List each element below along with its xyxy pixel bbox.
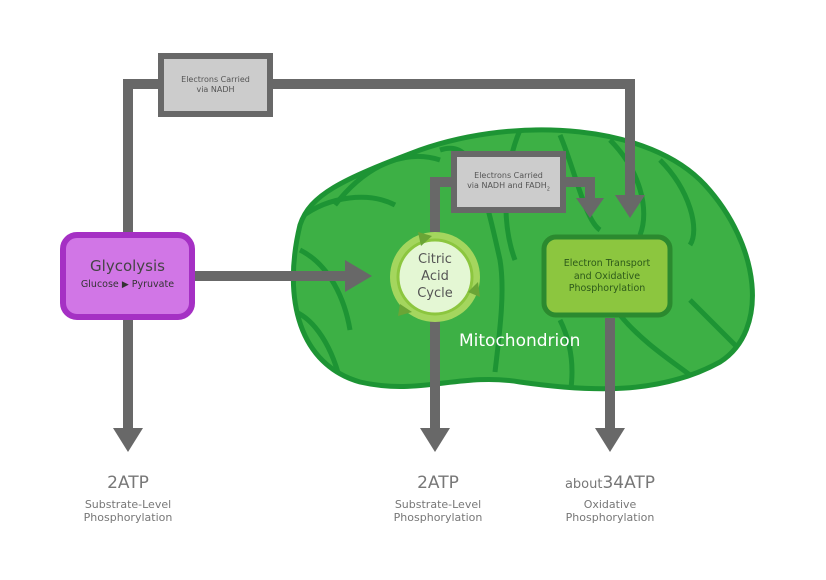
cycle-arrow-icon (468, 282, 480, 297)
mitochondrion (290, 127, 755, 392)
nadh-fadh-box-line2: via NADH and FADH2 (455, 181, 562, 195)
glycolysis-output-value: 2ATP (48, 473, 208, 493)
nadh-box-line1: Electrons Carried (181, 75, 250, 84)
glycolysis-box (60, 232, 195, 320)
citric-acid-cycle-core (396, 238, 474, 316)
etc-output-atp: 34ATP (602, 473, 656, 493)
nadh-fadh-box-label: Electrons Carried via NADH and FADH2 (455, 171, 562, 195)
cycle-output-atp: 2ATP (417, 473, 459, 493)
etc-output-line1: Oxidative (583, 498, 637, 511)
glycolysis-label: Glycolysis Glucose ▶ Pyruvate (63, 257, 192, 290)
mitochondrion-label: Mitochondrion (459, 331, 581, 351)
electron-transport-box (541, 234, 673, 318)
etc-output-line2: Phosphorylation (565, 511, 655, 524)
mitochondrion-body (290, 127, 755, 392)
citric-acid-cycle-label: Citric Acid Cycle (402, 251, 468, 302)
nadh-box (158, 53, 273, 117)
glycolysis-output-line2: Phosphorylation (83, 511, 173, 524)
electron-transport-line3: Phosphorylation (568, 283, 646, 294)
nadh-arrowhead (615, 195, 645, 218)
cycle-arrow-icon (398, 304, 412, 316)
electron-transport-line1: Electron Transport (563, 258, 651, 269)
glycolysis-title: Glycolysis (90, 257, 165, 275)
fadh-subscript: 2 (546, 186, 550, 193)
nadh-box-label: Electrons Carried via NADH (164, 75, 267, 95)
etc-output-description: Oxidative Phosphorylation (530, 498, 690, 524)
nadh-fadh-arrowhead (576, 198, 604, 218)
nadh-fadh-box (451, 151, 566, 213)
citric-acid-cycle-line1: Citric (418, 252, 452, 267)
glucose-label: Glucose (80, 279, 119, 290)
nadh-connector-line (123, 79, 635, 238)
cycle-output-value: 2ATP (358, 473, 518, 493)
nadh-path (123, 79, 645, 238)
glycolysis-output-description: Substrate-Level Phosphorylation (48, 498, 208, 524)
glycolysis-output-line1: Substrate-Level (84, 498, 172, 511)
triangle-arrow-icon: ▶ (121, 280, 129, 290)
cycle-arrow-icon (418, 232, 432, 246)
glycolysis-subtitle: Glucose ▶ Pyruvate (63, 279, 192, 290)
cycle-output-line1: Substrate-Level (394, 498, 482, 511)
nadh-box-line2: via NADH (196, 85, 235, 94)
nadh-fadh-box-text: via NADH and FADH (467, 181, 547, 190)
glycolysis-down-arrowhead (113, 428, 143, 452)
etc-output-prefix: about (564, 477, 603, 492)
electron-transport-label: Electron Transport and Oxidative Phospho… (544, 258, 670, 296)
etc-output-value: about34ATP (530, 473, 690, 493)
etc-down-arrowhead (595, 428, 625, 452)
pyruvate-label: Pyruvate (131, 279, 175, 290)
cycle-down-arrowhead (420, 428, 450, 452)
citric-acid-cycle (390, 232, 480, 322)
glycolysis-to-cycle-arrowhead (345, 260, 372, 292)
electron-transport-line2: and Oxidative (573, 270, 641, 282)
citric-acid-cycle-line2: Acid (421, 269, 449, 284)
glycolysis-output-atp: 2ATP (107, 473, 149, 493)
nadh-fadh-box-line1: Electrons Carried (474, 171, 543, 180)
cycle-output-description: Substrate-Level Phosphorylation (358, 498, 518, 524)
citric-acid-cycle-line3: Cycle (417, 286, 453, 301)
cycle-output-line2: Phosphorylation (393, 511, 483, 524)
